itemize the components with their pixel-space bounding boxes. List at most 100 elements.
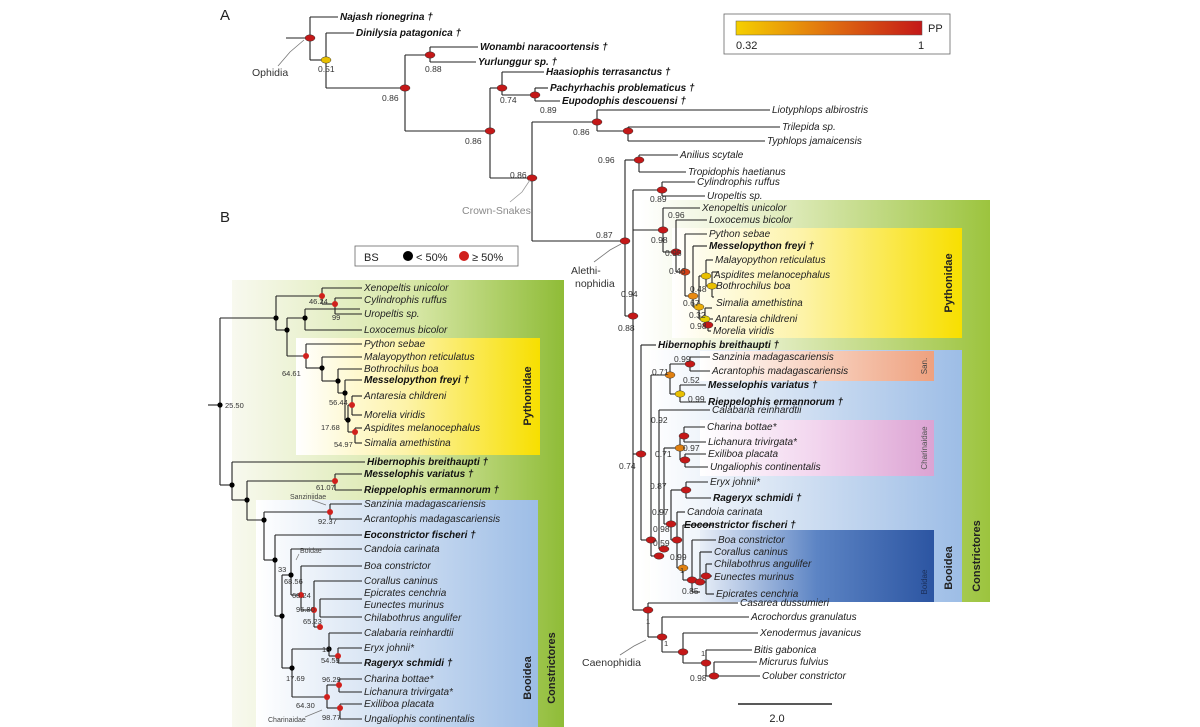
support-value: 0.87 <box>596 230 613 240</box>
taxon-label: Boa constrictor <box>364 561 431 572</box>
taxon-label: Charina bottae* <box>364 674 435 685</box>
support-value: 0.98 <box>690 673 707 683</box>
taxon-label: Epicrates cenchria <box>364 588 447 599</box>
taxon-label: Aspidites melanocephalus <box>713 270 830 281</box>
taxon-label: Exiliboa placata <box>708 449 778 460</box>
taxon-label: Cylindrophis ruffus <box>697 177 780 188</box>
clade-label-sanziniidae-b: Sanziniidae <box>290 494 326 501</box>
support-value: 0.88 <box>425 64 442 74</box>
clade-label-constrictores: Constrictores <box>971 520 983 592</box>
support-value: 0.51 <box>318 64 335 74</box>
support-value: 0.67 <box>683 298 700 308</box>
clade-label-constrictores-b: Constrictores <box>546 632 558 704</box>
taxon-label: Liotyphlops albirostris <box>772 105 868 116</box>
support-a: 0.51 0.88 0.86 0.74 0.89 0.86 0.86 0.87 … <box>318 64 707 683</box>
taxon-label: Cylindrophis ruffus <box>364 295 447 306</box>
taxon-label: Eupodophis descouensi † <box>562 96 686 107</box>
pp-color-bar <box>735 20 923 36</box>
taxon-label: Exiliboa placata <box>364 699 434 710</box>
taxon-label: Haasiophis terrasanctus † <box>546 67 671 78</box>
taxon-label: Bothrochilus boa <box>716 281 791 292</box>
support-value: 0.89 <box>540 105 557 115</box>
taxon-label: Antaresia childreni <box>714 314 798 325</box>
taxon-label: Antaresia childreni <box>363 391 447 402</box>
clades-a: Ophidia Crown-Snakes Alethi- nophidia Ca… <box>252 39 983 669</box>
taxon-label: Candoia carinata <box>687 507 763 518</box>
scale-bar-label: 2.0 <box>769 713 784 725</box>
taxon-label: Chilabothrus angulifer <box>714 559 812 570</box>
support-value: 0.86 <box>573 127 590 137</box>
taxon-label: Simalia amethistina <box>716 298 803 309</box>
taxon-label: Corallus caninus <box>364 576 438 587</box>
support-value: 0.86 <box>382 93 399 103</box>
support-value: 64.30 <box>296 701 315 710</box>
support-value: 0.95 <box>665 248 682 258</box>
clade-label-boidae-b: Boidae <box>300 548 322 555</box>
taxon-label: Messelophis variatus † <box>364 469 474 480</box>
taxon-label: Boa constrictor <box>718 535 785 546</box>
taxon-label: Hibernophis breithaupti † <box>367 457 489 468</box>
taxon-label: Eunectes murinus <box>714 572 794 583</box>
clade-label-charinaidae: Charinaidae <box>920 426 929 470</box>
taxon-label: Bitis gabonica <box>754 645 817 656</box>
support-b: 46.24 99 64.61 56.44 17.68 54.97 25.50 6… <box>225 297 353 722</box>
support-value: 0.85 <box>682 586 699 596</box>
support-value: 0.52 <box>683 375 700 385</box>
taxon-label: Sanzinia madagascariensis <box>712 352 834 363</box>
taxon-label: Coluber constrictor <box>762 671 847 682</box>
support-value: 64.61 <box>282 369 301 378</box>
taxon-label: Loxocemus bicolor <box>709 215 793 226</box>
taxon-label: Acrantophis madagascariensis <box>363 514 500 525</box>
taxon-label: Uropeltis sp. <box>364 309 420 320</box>
clade-label-ophidia: Ophidia <box>252 67 288 79</box>
scale-bar: 2.0 <box>738 703 832 725</box>
support-value: 17.69 <box>286 674 305 683</box>
bs-low-dot <box>403 251 413 261</box>
taxon-label: Python sebae <box>364 339 426 350</box>
taxon-label: Eryx johnii* <box>364 643 415 654</box>
panel-label-b: B <box>220 209 230 226</box>
support-value: 0.89 <box>650 194 667 204</box>
support-value: 0.98 <box>690 321 707 331</box>
support-value: 46.24 <box>309 297 328 306</box>
taxon-label: Simalia amethistina <box>364 438 451 449</box>
taxa-a: Najash rionegrina † Dinilysia patagonica… <box>340 12 868 682</box>
bs-high-dot <box>459 251 469 261</box>
taxon-label: Malayopython reticulatus <box>364 352 475 363</box>
support-value: 0.74 <box>619 461 636 471</box>
taxon-label: Calabaria reinhardtii <box>712 405 802 416</box>
taxon-label: Anilius scytale <box>679 150 744 161</box>
bs-dots-b <box>217 293 358 711</box>
support-value: 0.71 <box>652 367 669 377</box>
boidae-region-a <box>700 530 934 602</box>
taxon-label: Pachyrhachis problematicus † <box>550 83 695 94</box>
support-value: 92.37 <box>318 517 337 526</box>
taxon-label: Rageryx schmidi † <box>364 658 453 669</box>
taxon-label: Casarea dussumieri <box>740 598 830 609</box>
taxon-label: Dinilysia patagonica † <box>356 28 461 39</box>
support-value: 96.29 <box>322 675 341 684</box>
clade-label-sanziniidae: San. <box>920 358 929 374</box>
taxon-label: Sanzinia madagascariensis <box>364 499 486 510</box>
taxon-label: Typhlops jamaicensis <box>767 136 862 147</box>
support-value: 0.97 <box>683 443 700 453</box>
support-value: 0.86 <box>465 136 482 146</box>
support-value: 0.32 <box>689 310 706 320</box>
taxon-label: Eoconstrictor fischeri † <box>684 520 796 531</box>
taxon-label: Candoia carinata <box>364 544 440 555</box>
taxon-label: Messelopython freyi † <box>364 375 469 386</box>
taxon-label: Uropeltis sp. <box>707 191 763 202</box>
support-value: 0.97 <box>652 507 669 517</box>
taxon-label: Python sebae <box>709 229 771 240</box>
support-value: 0.87 <box>650 481 667 491</box>
support-value: 25.50 <box>225 401 244 410</box>
taxon-label: Xenopeltis unicolor <box>701 203 787 214</box>
support-value: 0.88 <box>618 323 635 333</box>
pp-markers-a <box>304 34 720 680</box>
taxon-label: Trilepida sp. <box>782 122 836 133</box>
taxon-label: Chilabothrus angulifer <box>364 613 462 624</box>
support-value: 0.86 <box>510 170 527 180</box>
taxon-label: Lichanura trivirgata* <box>364 687 454 698</box>
support-value: 61.07 <box>316 483 335 492</box>
